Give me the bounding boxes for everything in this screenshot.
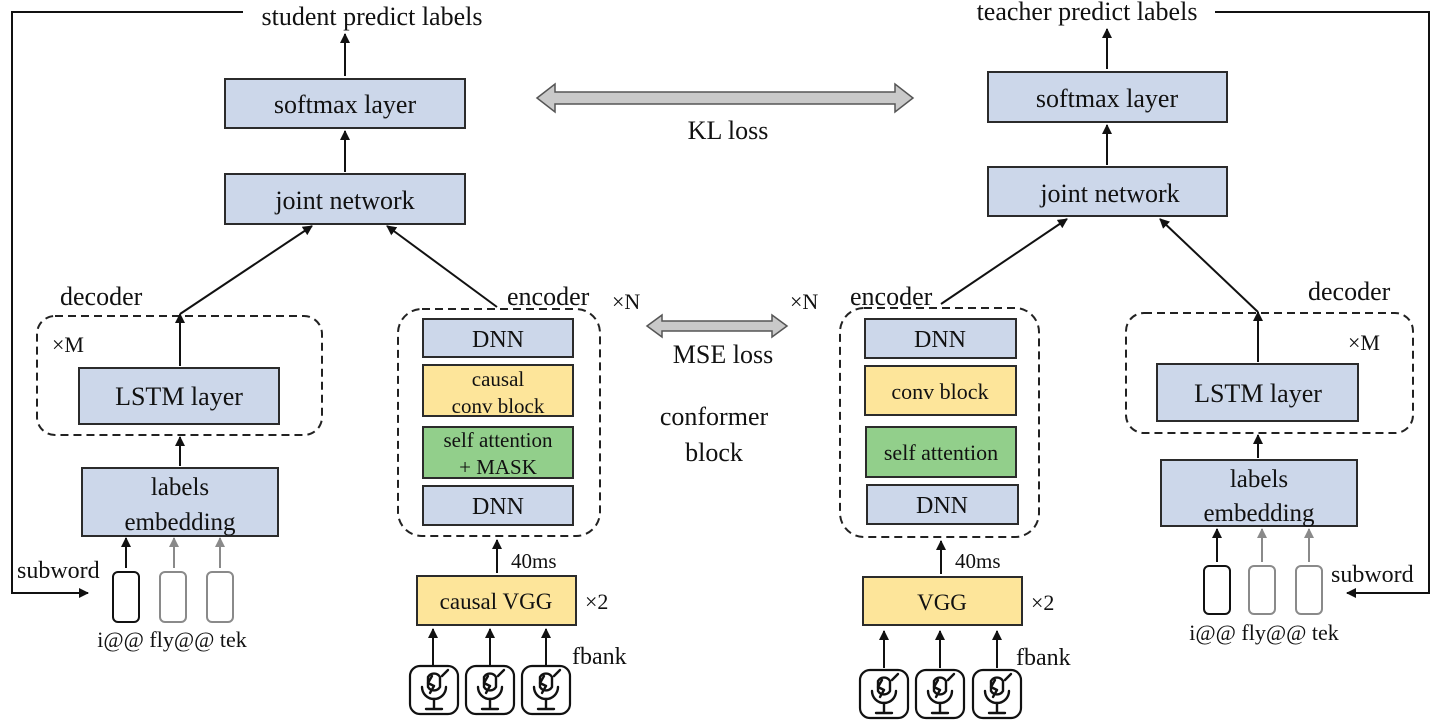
teacher-enc-conv-box <box>864 365 1017 416</box>
mse-double-arrow-icon <box>645 313 789 339</box>
teacher-enc-attn-label: self attention <box>884 440 998 465</box>
teacher-feedback-loop <box>1215 11 1430 598</box>
teacher-output-label: teacher predict labels <box>977 0 1198 26</box>
student-encoder-frame <box>397 308 601 537</box>
student-output-label: student predict labels <box>262 2 483 31</box>
teacher-encoder-title: encoder <box>850 282 933 311</box>
teacher-softmax-label: softmax layer <box>1036 84 1179 113</box>
student-vgg-label: causal VGG <box>440 589 553 614</box>
teacher-vgg-box <box>862 576 1023 626</box>
teacher-microphone-icon-1 <box>858 668 910 720</box>
student-token-current <box>112 571 140 623</box>
student-vgg-repeat: ×2 <box>585 589 608 614</box>
student-vgg-box <box>416 575 577 626</box>
student-subword-label: subword <box>17 558 100 584</box>
student-lstm-label: LSTM layer <box>115 382 243 411</box>
teacher-vgg-label: VGG <box>917 590 967 615</box>
kl-loss-label: KL loss <box>688 116 769 145</box>
teacher-fbank-label: fbank <box>1016 645 1071 671</box>
student-embedding-label-2: embedding <box>124 509 236 536</box>
teacher-embedding-label-2: embedding <box>1203 500 1315 527</box>
student-encoder-repeat: ×N <box>612 289 640 314</box>
teacher-decoder-repeat: ×M <box>1348 330 1380 355</box>
teacher-enc-dnn-top-label: DNN <box>914 327 966 353</box>
student-microphone-icon-1 <box>408 664 460 716</box>
teacher-token-future-2 <box>1295 565 1323 615</box>
student-enc-attn-box <box>422 426 574 479</box>
student-enc-dnn-bottom-label: DNN <box>472 494 524 520</box>
teacher-enc-dnn-top-box <box>864 318 1017 359</box>
student-enc-conv-label-1: causal <box>472 367 525 391</box>
student-embedding-box <box>81 467 279 537</box>
student-encoder-title: encoder <box>507 282 590 311</box>
student-joint-box <box>224 173 466 225</box>
teacher-enc-conv-label: conv block <box>891 379 988 404</box>
conformer-label-1: conformer <box>660 402 769 431</box>
teacher-lstm-box <box>1156 363 1359 422</box>
teacher-enc-attn-box <box>865 426 1017 478</box>
teacher-model: teacher predict labels softmax layer joi… <box>790 0 1430 720</box>
student-token-future-2 <box>206 571 234 623</box>
student-feedback-loop <box>11 11 243 598</box>
teacher-frame-rate: 40ms <box>955 549 1001 573</box>
teacher-softmax-box <box>987 71 1228 123</box>
teacher-embedding-label-1: labels <box>1230 466 1288 493</box>
student-enc-dnn-top-label: DNN <box>472 327 524 353</box>
teacher-vgg-repeat: ×2 <box>1031 590 1054 615</box>
teacher-token-future-1 <box>1248 565 1276 615</box>
teacher-subword-label: subword <box>1331 562 1414 588</box>
teacher-enc-dnn-bottom-box <box>866 484 1019 525</box>
student-enc-attn-label-2: + MASK <box>459 455 537 479</box>
student-softmax-box <box>224 78 466 129</box>
teacher-tokens-label: i@@ fly@@ tek <box>1189 620 1338 645</box>
student-decoder-title: decoder <box>60 282 143 311</box>
teacher-token-current <box>1203 565 1231 615</box>
loss-section: KL loss MSE loss conformer block <box>535 82 915 467</box>
student-enc-dnn-top-box <box>422 318 574 358</box>
student-tokens-label: i@@ fly@@ tek <box>97 627 246 652</box>
student-embedding-label-1: labels <box>151 474 209 501</box>
student-enc-attn-label-1: self attention <box>443 428 553 452</box>
teacher-enc-dnn-bottom-label: DNN <box>916 493 968 519</box>
teacher-joint-box <box>987 166 1228 217</box>
student-decoder-repeat: ×M <box>52 332 84 357</box>
teacher-encoder-frame <box>839 307 1040 538</box>
student-token-future-1 <box>159 571 187 623</box>
teacher-microphone-icon-3 <box>971 668 1023 720</box>
student-frame-rate: 40ms <box>511 549 557 573</box>
teacher-embedding-box <box>1160 459 1358 527</box>
student-joint-label: joint network <box>274 186 414 215</box>
student-enc-conv-label-2: conv block <box>452 394 545 418</box>
student-model: student predict labels softmax layer joi… <box>11 2 640 716</box>
conformer-label-2: block <box>685 438 743 467</box>
teacher-lstm-label: LSTM layer <box>1194 379 1322 408</box>
teacher-encoder-repeat: ×N <box>790 289 818 314</box>
student-microphone-icon-3 <box>520 664 572 716</box>
student-enc-dnn-bottom-box <box>422 485 574 526</box>
student-microphone-icon-2 <box>464 664 516 716</box>
teacher-microphone-icon-2 <box>914 668 966 720</box>
student-lstm-box <box>78 367 280 425</box>
student-fbank-label: fbank <box>572 644 627 670</box>
student-enc-conv-box <box>422 364 574 417</box>
student-softmax-label: softmax layer <box>274 90 417 119</box>
mse-loss-label: MSE loss <box>673 340 773 369</box>
kl-double-arrow-icon <box>535 82 915 114</box>
teacher-joint-label: joint network <box>1039 179 1179 208</box>
teacher-decoder-title: decoder <box>1308 277 1391 306</box>
